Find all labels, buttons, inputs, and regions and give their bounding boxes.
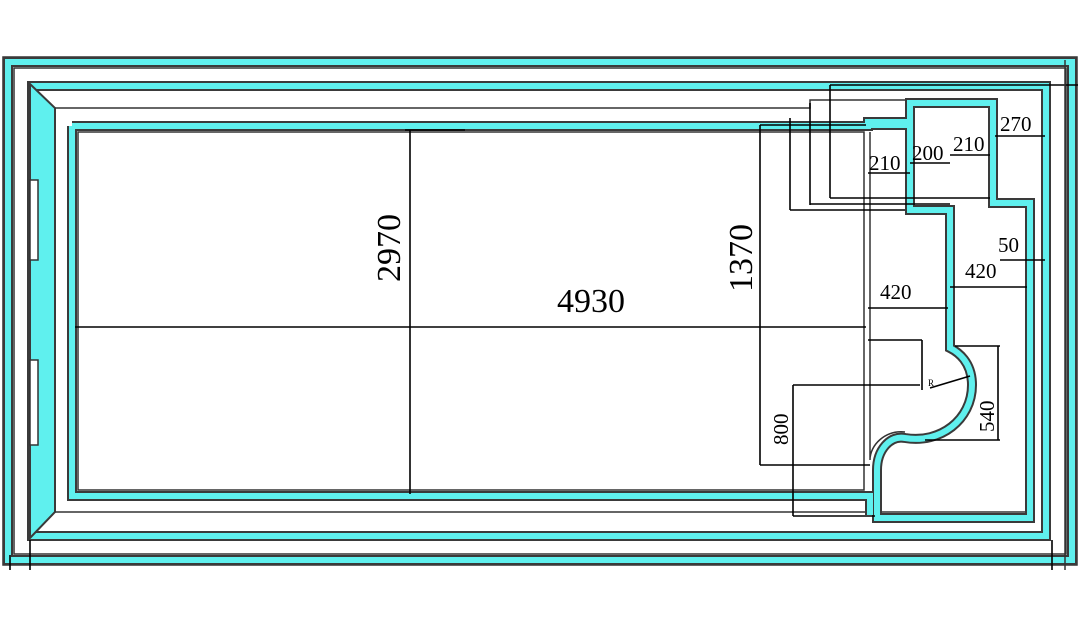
- skimmer-1: [29, 179, 39, 261]
- dim-arc-depth: 540: [975, 401, 999, 433]
- dim-bench: 800: [769, 414, 793, 446]
- dim-step-width-left: 420: [880, 280, 912, 304]
- dim-width-total: 2970: [371, 214, 408, 282]
- dim-step-width-right: 420: [965, 259, 997, 283]
- dimension-lines: [9, 60, 1078, 570]
- pool-outline: [67, 98, 1035, 523]
- skimmer-2: [29, 359, 39, 446]
- dim-wall-offset: 50: [998, 233, 1019, 257]
- outer-frame: [2, 56, 1078, 566]
- dim-step2: 200: [912, 141, 944, 165]
- dim-step1: 210: [869, 151, 901, 175]
- radius-mark: R: [928, 378, 934, 388]
- dim-step-zone: 1370: [723, 224, 760, 292]
- dim-step-top: 270: [1000, 112, 1032, 136]
- dim-length-main: 4930: [557, 283, 625, 320]
- dim-step3: 210: [953, 132, 985, 156]
